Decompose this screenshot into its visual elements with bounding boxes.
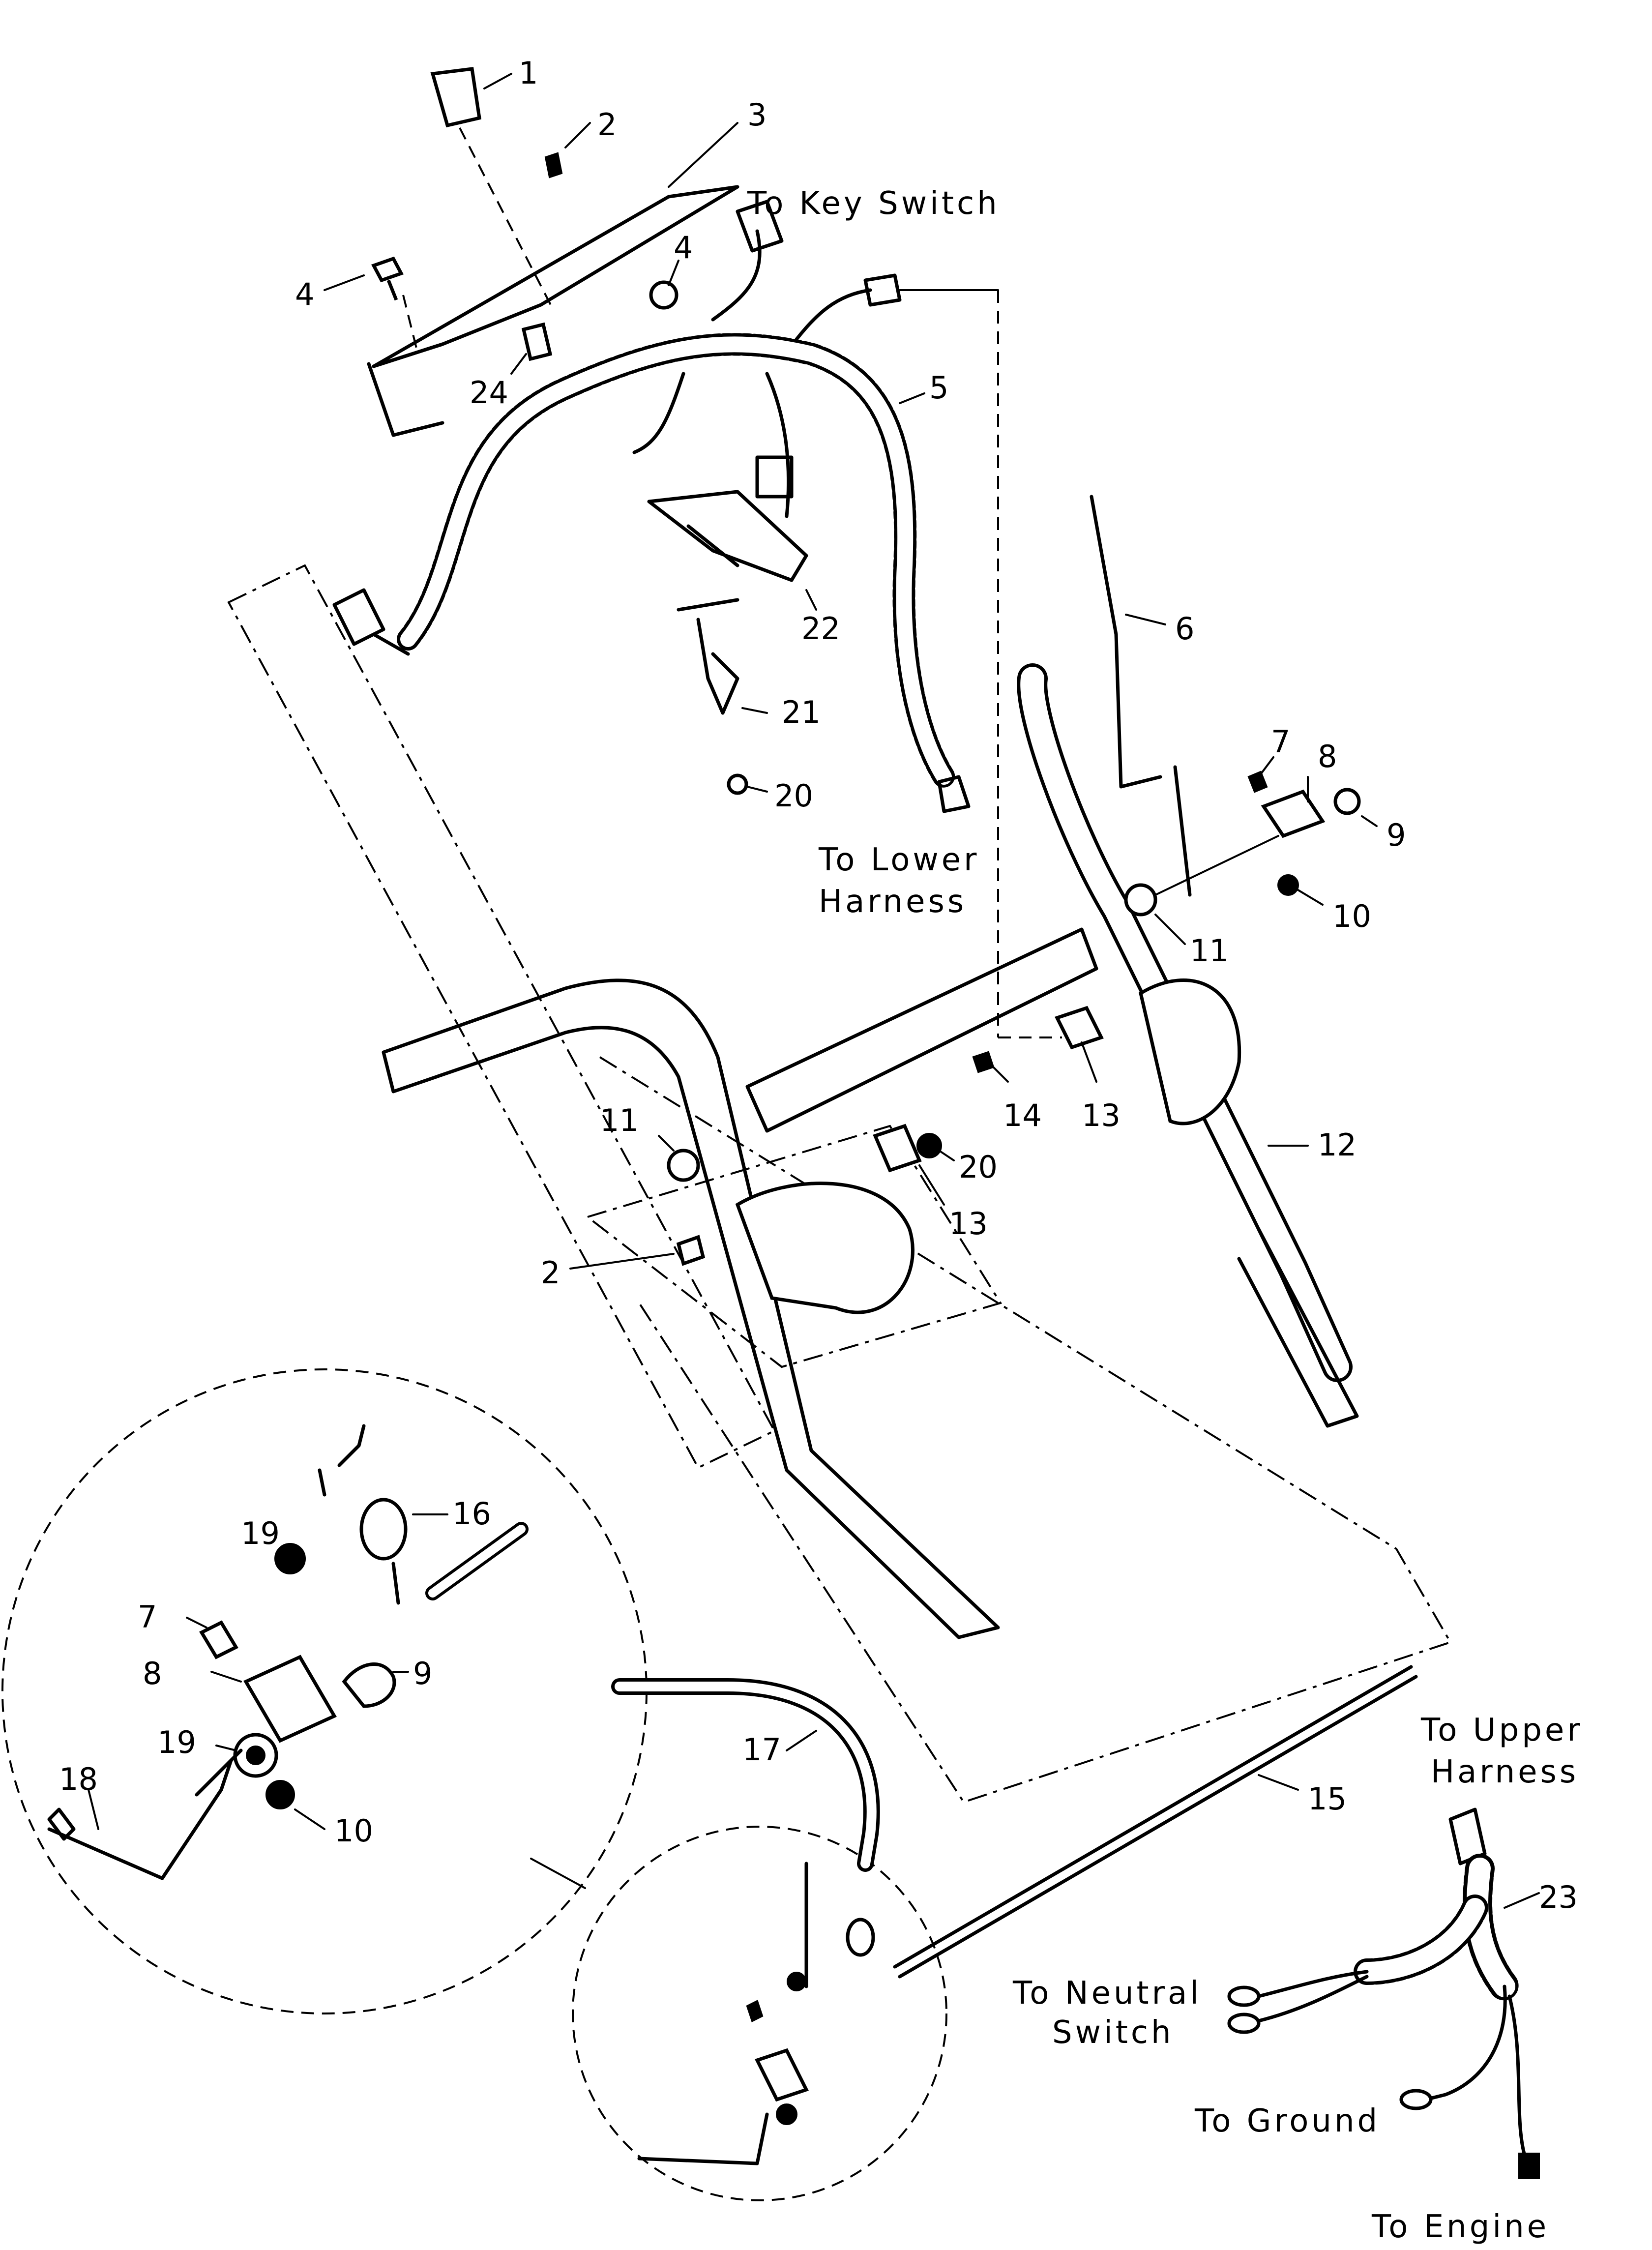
handle-frame (382, 495, 1359, 1639)
callout-11b: 11 (600, 1102, 639, 1138)
key-switch-leader (459, 127, 552, 305)
screw-leader (402, 295, 419, 355)
bolt-part-9 (1333, 788, 1361, 815)
callout-9: 9 (1386, 817, 1406, 853)
lower-wiring-harness (1227, 1807, 1540, 2179)
label-to-lower-harness-line2: Harness (819, 884, 967, 920)
label-to-neutral-switch-line1: To Neutral (1012, 1975, 1202, 2012)
leader-lines (88, 73, 1540, 1909)
bracket-left (735, 1182, 914, 1314)
screw-part-14 (972, 1051, 995, 1073)
control-panel-bracket (367, 342, 444, 437)
callout-7b: 7 (138, 1599, 157, 1635)
switch-part-13-left (873, 1124, 922, 1173)
callout-19: 19 (241, 1515, 280, 1551)
callout-2: 2 (597, 107, 617, 143)
callout-8: 8 (1318, 739, 1337, 774)
bolt-part-9-detail (342, 1662, 396, 1708)
rod-part-18 (47, 1758, 233, 1880)
callout-7: 7 (1271, 724, 1290, 760)
wire-loop-part-16 (359, 1498, 408, 1561)
nut-part-10-detail (266, 1780, 295, 1809)
callout-19b: 19 (157, 1724, 196, 1760)
label-to-key-switch: To Key Switch (747, 185, 1000, 222)
upper-assembly-outline (227, 564, 776, 1469)
callout-15: 15 (1308, 1781, 1347, 1817)
grommet-part-4 (649, 280, 678, 310)
callout-6: 6 (1175, 611, 1194, 647)
plate-part-8-detail (243, 1655, 337, 1743)
callout-5: 5 (929, 370, 948, 406)
detail-circle-small (530, 1826, 947, 2201)
upper-wiring-harness (332, 200, 1062, 1038)
spring-part-21 (677, 598, 739, 715)
callout-22: 22 (801, 611, 840, 647)
label-to-upper-harness-line1: To Upper (1420, 1712, 1583, 1748)
destination-labels: To Key Switch To Lower Harness To Upper … (747, 185, 1583, 2245)
switch-part-13-right (1055, 1006, 1104, 1050)
bolt-part-7-detail (199, 1620, 238, 1659)
clip-part-24 (521, 322, 553, 361)
screw-part-2 (544, 152, 563, 178)
rod-part-6 (1090, 495, 1192, 897)
nut-part-20-upper (727, 773, 748, 795)
callout-2b: 2 (541, 1255, 560, 1291)
callout-8b: 8 (143, 1656, 162, 1691)
cable-part-17 (611, 1678, 880, 1872)
callout-21: 21 (782, 694, 821, 730)
detail-circle-large (1, 1368, 648, 2014)
switch-assembly (647, 490, 808, 795)
callout-10: 10 (1332, 898, 1371, 934)
nut-part-11-right (1124, 883, 1157, 917)
callout-16: 16 (452, 1496, 491, 1532)
nut-part-20-lower (916, 1133, 942, 1158)
bracket-detail-outline (585, 1125, 1003, 1368)
callout-11: 11 (1190, 933, 1229, 969)
callout-20b: 20 (959, 1149, 998, 1185)
label-to-engine: To Engine (1371, 2209, 1549, 2245)
callout-24: 24 (470, 375, 508, 411)
callout-4: 4 (295, 276, 314, 312)
label-to-ground: To Ground (1194, 2103, 1380, 2139)
callout-17: 17 (742, 1732, 781, 1768)
plate-part-8 (1261, 789, 1326, 838)
label-to-neutral-switch-line2: Switch (1052, 2014, 1174, 2051)
label-to-upper-harness-line2: Harness (1431, 1754, 1579, 1790)
nut-part-10 (1277, 874, 1299, 896)
callout-13b: 13 (949, 1206, 988, 1242)
callout-10b: 10 (334, 1813, 373, 1849)
callout-9b: 9 (413, 1656, 432, 1691)
callout-13: 13 (1082, 1097, 1121, 1133)
key-switch-part (430, 67, 481, 128)
label-to-lower-harness-line1: To Lower (818, 842, 979, 878)
callout-1: 1 (519, 55, 538, 91)
screw-part-4 (371, 256, 404, 301)
callout-20: 20 (774, 778, 813, 814)
callout-numbers: 1 2 3 4 4 24 5 22 21 20 6 7 8 9 10 11 14… (59, 55, 1578, 1915)
callout-18: 18 (59, 1761, 98, 1797)
right-hardware (667, 770, 1361, 1266)
screw-part-2-lower (676, 1235, 706, 1266)
callout-12: 12 (1318, 1127, 1357, 1163)
callout-23: 23 (1539, 1879, 1578, 1915)
control-panel-group (367, 67, 739, 437)
switch-bracket-part-22 (647, 490, 808, 582)
callout-4b: 4 (674, 230, 693, 266)
rod-part-15 (893, 1665, 1418, 1979)
nut-part-11-left (667, 1149, 700, 1182)
callout-14: 14 (1003, 1097, 1042, 1133)
bolt-part-7 (1247, 770, 1268, 793)
bracket-part-12 (1139, 978, 1241, 1125)
callout-3: 3 (747, 97, 767, 133)
nut-part-19-top (274, 1543, 306, 1574)
